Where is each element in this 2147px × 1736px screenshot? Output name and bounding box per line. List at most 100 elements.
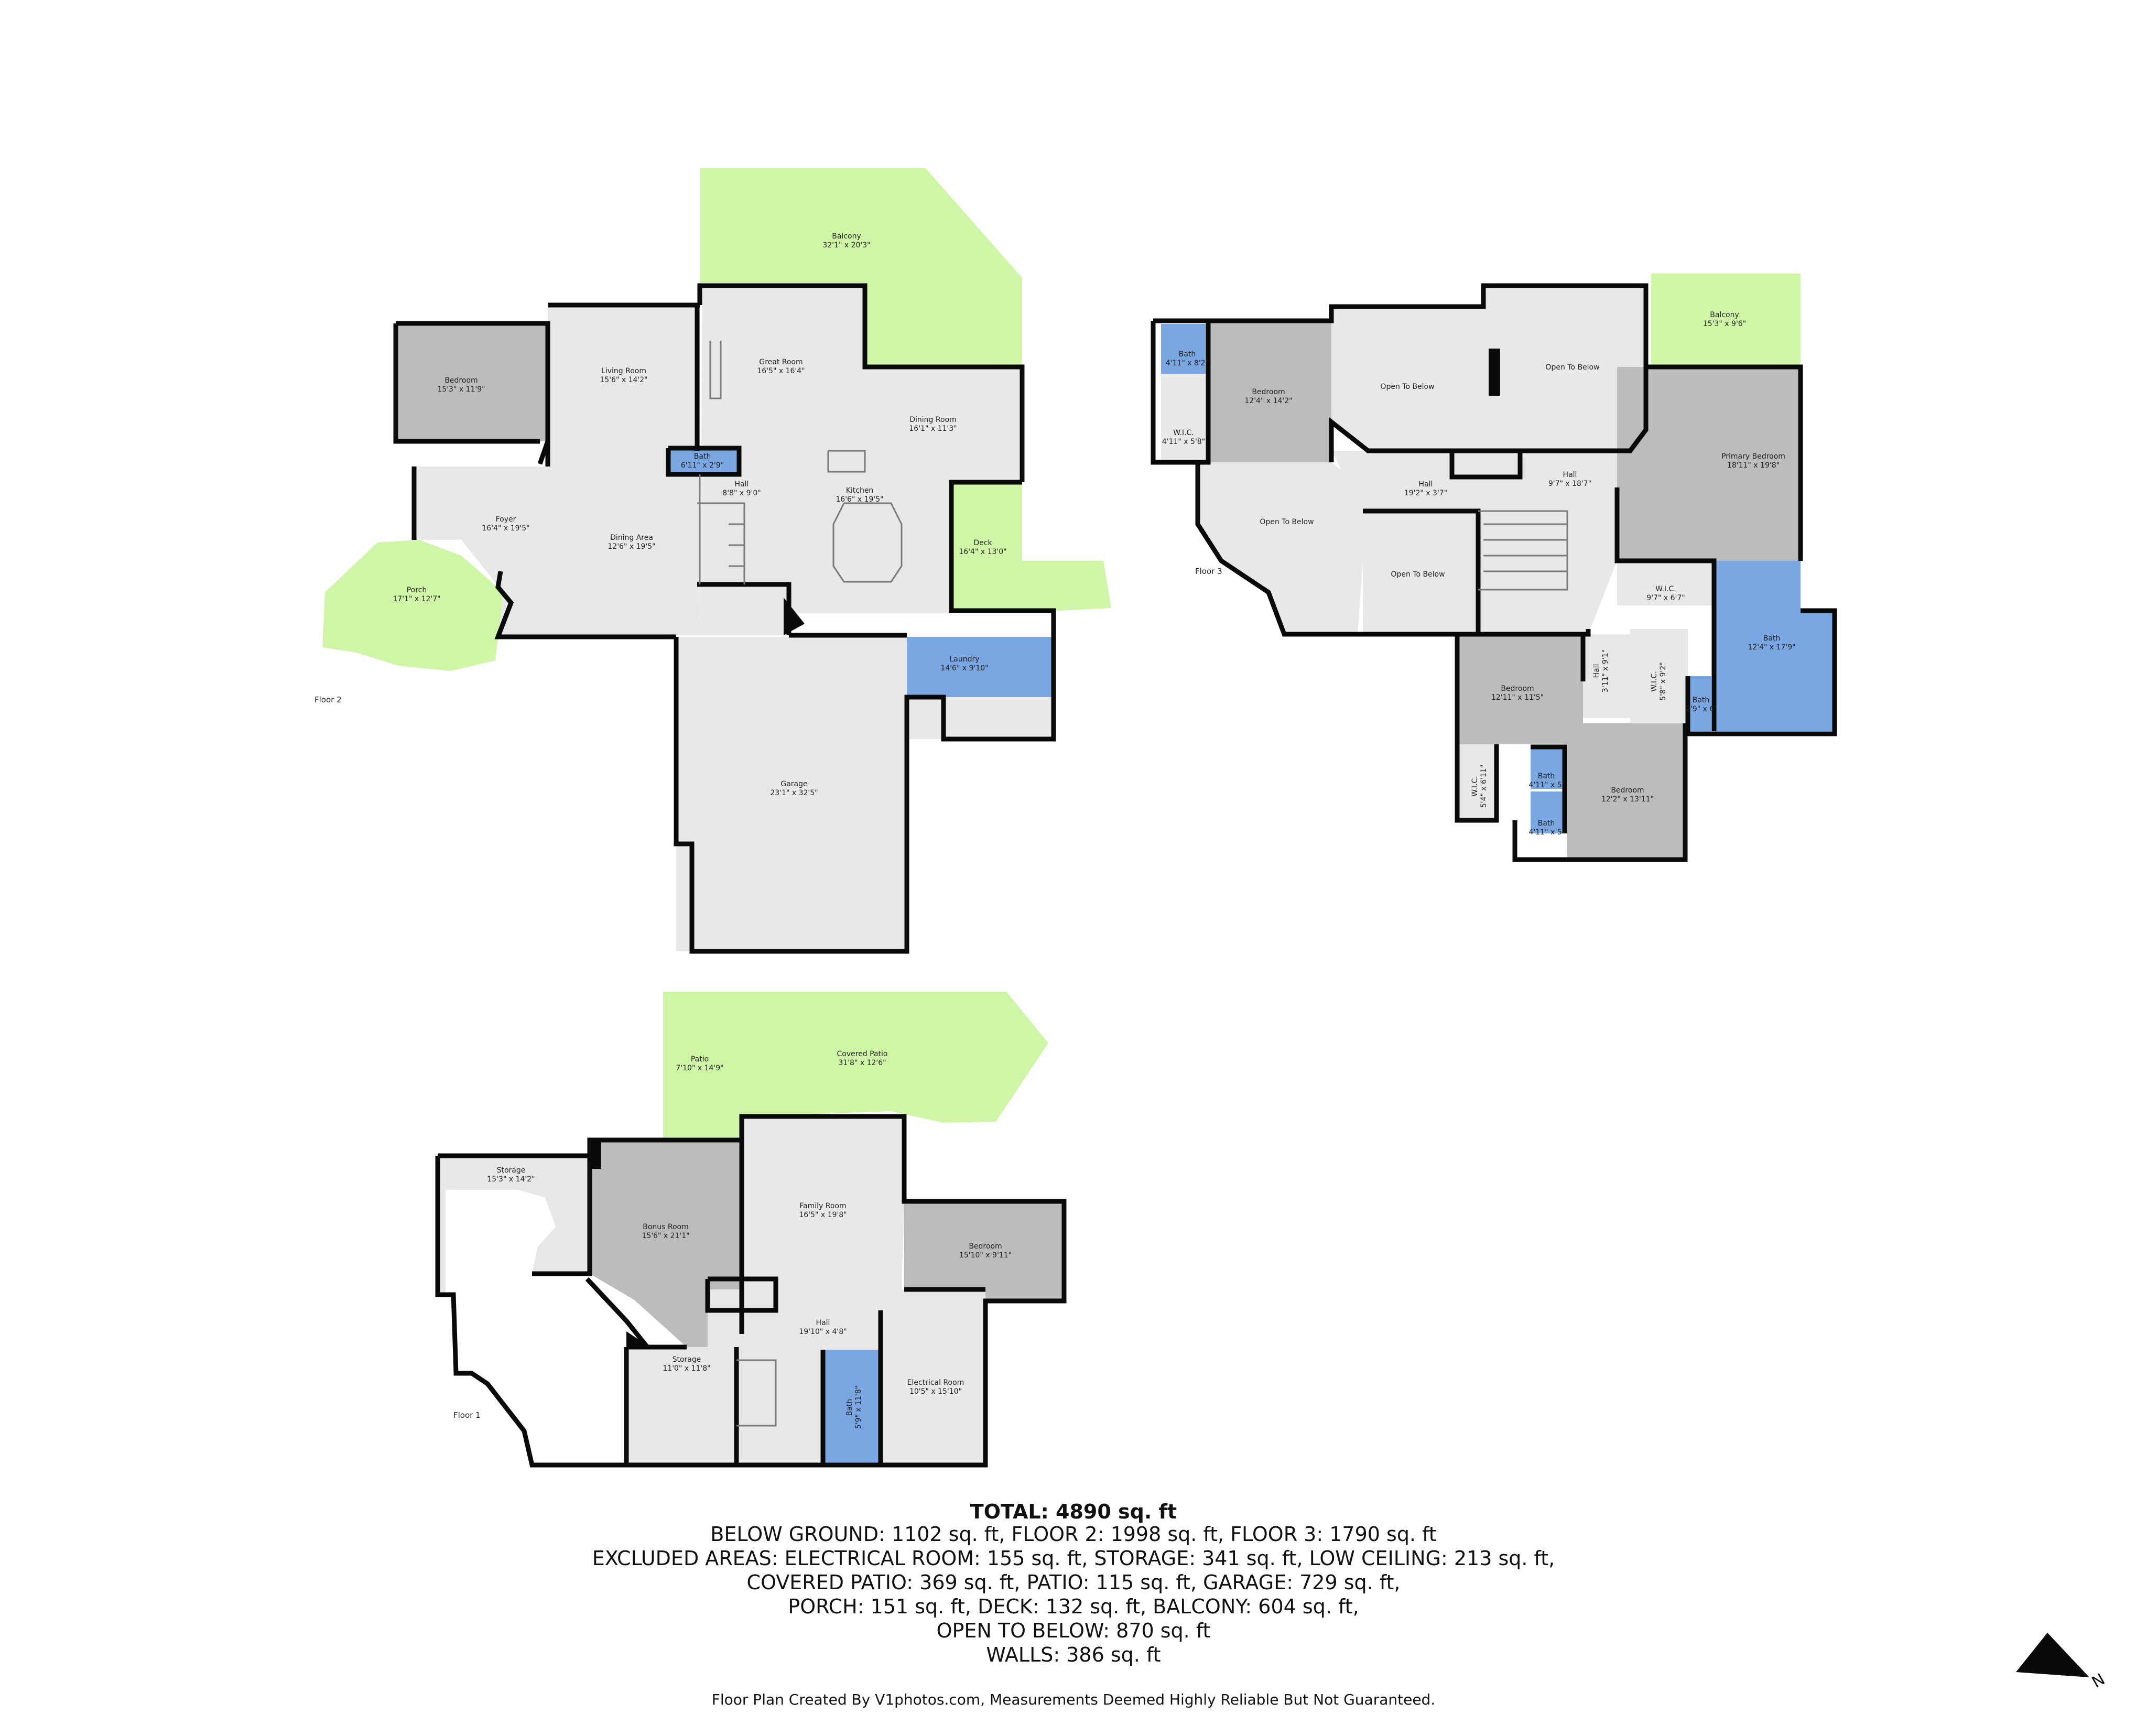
- room-name: Bedroom: [969, 1242, 1002, 1251]
- room-name: W.I.C.: [1655, 585, 1676, 593]
- room-balcony: [700, 168, 1022, 367]
- floor-label-2: Floor 2: [315, 695, 342, 704]
- room-name: Hall: [1592, 664, 1601, 678]
- room-dimensions: 32'1" x 20'3": [822, 241, 870, 249]
- room-name: Hall: [816, 1319, 830, 1327]
- room-name: Great Room: [759, 358, 803, 366]
- room-dimensions: 12'2" x 13'11": [1601, 795, 1654, 804]
- room-porch: [322, 540, 503, 671]
- room-dimensions: 4'11" x 5': [1529, 828, 1564, 837]
- room-name: W.I.C.: [1650, 671, 1658, 692]
- room-bedroom-f3b: [1457, 634, 1583, 744]
- room-dimensions: 5'8" x 9'2": [1659, 662, 1667, 700]
- room-name: Bath: [1763, 634, 1781, 643]
- room-label: Open To Below: [1260, 518, 1314, 526]
- room-bonus-room: [590, 1140, 742, 1347]
- room-name: Open To Below: [1545, 363, 1599, 372]
- room-dimensions: 16'6" x 19'5": [836, 495, 883, 504]
- room-name: Open To Below: [1391, 570, 1445, 579]
- room-family-room: [742, 1116, 904, 1334]
- room-name: Kitchen: [846, 486, 874, 495]
- room-name: Dining Area: [610, 534, 653, 542]
- room-dimensions: 9'7" x 6'7": [1646, 594, 1685, 602]
- room-dimensions: 16'4" x 13'0": [959, 548, 1006, 556]
- room-dimensions: 12'11" x 11'5": [1491, 693, 1544, 702]
- room-label: W.I.C.5'4" x 6'11": [1471, 765, 1488, 808]
- room-name: Bath: [694, 452, 711, 461]
- room-name: Open To Below: [1380, 383, 1434, 391]
- room-name: Family Room: [799, 1202, 846, 1210]
- room-name: Storage: [497, 1166, 526, 1175]
- room-open-below-a: [1331, 307, 1483, 451]
- room-laundry-lower: [907, 697, 1054, 739]
- room-dimensions: 3'11" x 9'1": [1601, 649, 1610, 692]
- room-name: Laundry: [949, 655, 979, 664]
- room-dimensions: 15'3" x 9'6": [1703, 320, 1746, 328]
- room-dimensions: 16'5" x 16'4": [757, 367, 805, 375]
- summary-line-1: BELOW GROUND: 1102 sq. ft, FLOOR 2: 1998…: [710, 1523, 1437, 1546]
- room-lower-left: [453, 1295, 626, 1465]
- room-label: Open To Below: [1391, 570, 1445, 579]
- room-name: Hall: [1419, 480, 1433, 489]
- room-label: Open To Below: [1380, 383, 1434, 391]
- room-name: Deck: [973, 539, 992, 547]
- room-dimensions: 9'7" x 18'7": [1548, 480, 1591, 488]
- room-name: Balcony: [832, 232, 861, 241]
- room-dimensions: 16'4" x 19'5": [482, 524, 529, 533]
- room-dimensions: 15'3" x 11'9": [437, 385, 485, 394]
- room-bedroom-f3c: [1567, 723, 1685, 860]
- room-dimensions: 4'11" x 5'8": [1162, 438, 1205, 446]
- room-dimensions: 11'0" x 11'8": [663, 1364, 710, 1373]
- room-great-kitchen: [700, 286, 1022, 635]
- footer-disclaimer: Floor Plan Created By V1photos.com, Meas…: [711, 1691, 1436, 1708]
- room-name: Electrical Room: [907, 1379, 964, 1387]
- summary-line-2: EXCLUDED AREAS: ELECTRICAL ROOM: 155 sq.…: [592, 1547, 1555, 1570]
- room-stairs-f1: [736, 1350, 823, 1465]
- room-wic-f3a: [1161, 374, 1206, 463]
- room-name: Foyer: [496, 515, 516, 524]
- room-dimensions: 18'11" x 19'8": [1727, 461, 1780, 470]
- room-open-below-c: [1198, 462, 1368, 634]
- summary-line-3: COVERED PATIO: 369 sq. ft, PATIO: 115 sq…: [746, 1571, 1401, 1594]
- room-name: W.I.C.: [1471, 776, 1479, 797]
- room-balcony-f3: [1651, 274, 1801, 365]
- room-bath-f3a: [1161, 324, 1206, 374]
- floor-3: [1151, 274, 1837, 862]
- summary-line-5: OPEN TO BELOW: 870 sq. ft: [936, 1619, 1211, 1642]
- room-bath-primary: [1714, 561, 1835, 731]
- room-label: W.I.C.4'11" x 5'8": [1162, 429, 1205, 446]
- room-label: Open To Below: [1545, 363, 1599, 372]
- room-primary-bedroom: [1617, 367, 1801, 561]
- room-name: Open To Below: [1260, 518, 1314, 526]
- summary-line-4: PORCH: 151 sq. ft, DECK: 132 sq. ft, BAL…: [788, 1595, 1359, 1618]
- room-dimensions: 19'2" x 3'7": [1404, 489, 1447, 497]
- room-name: Porch: [407, 586, 427, 594]
- room-dimensions: 16'1" x 11'3": [909, 425, 957, 433]
- room-label: W.I.C.5'8" x 9'2": [1650, 662, 1667, 700]
- room-dimensions: 7'10" x 14'9": [676, 1064, 723, 1072]
- room-dimensions: 31'8" x 12'6": [838, 1059, 886, 1067]
- room-dimensions: 12'4" x 17'9": [1748, 643, 1795, 652]
- floor-label-3: Floor 3: [1195, 567, 1222, 576]
- room-name: Primary Bedroom: [1721, 452, 1785, 461]
- room-dimensions: 15'3" x 14'2": [487, 1175, 535, 1184]
